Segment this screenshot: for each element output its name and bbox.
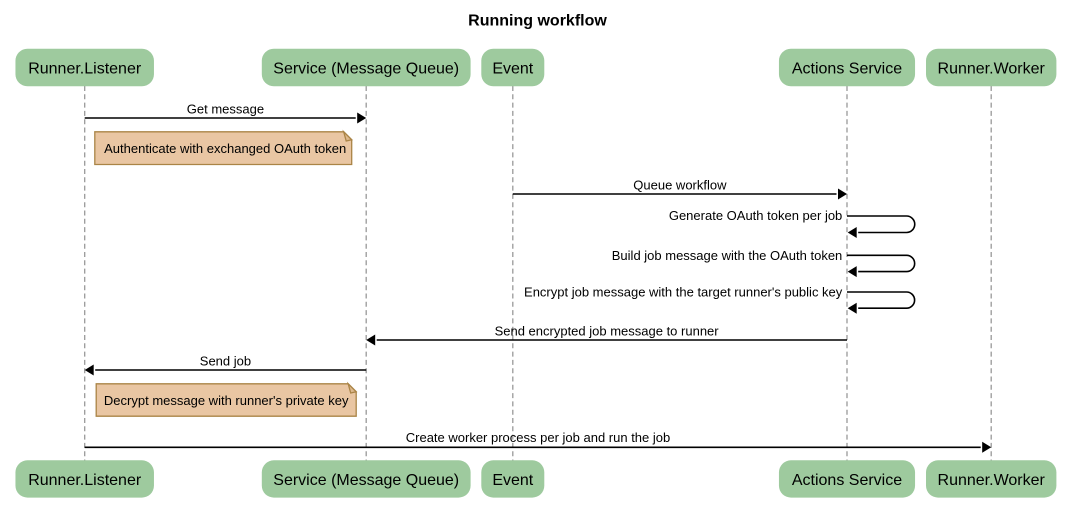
svg-text:Decrypt message with runner's: Decrypt message with runner's private ke…	[104, 393, 349, 408]
svg-text:Actions Service: Actions Service	[792, 60, 902, 77]
svg-text:Actions Service: Actions Service	[792, 472, 902, 489]
svg-text:Send job: Send job	[200, 354, 251, 369]
svg-text:Runner.Listener: Runner.Listener	[28, 472, 142, 489]
svg-text:Authenticate with exchanged OA: Authenticate with exchanged OAuth token	[104, 141, 346, 156]
svg-text:Running workflow: Running workflow	[468, 13, 607, 30]
svg-text:Generate OAuth token per job: Generate OAuth token per job	[669, 208, 842, 223]
svg-text:Build job message with the OAu: Build job message with the OAuth token	[612, 248, 843, 263]
svg-text:Event: Event	[492, 60, 533, 77]
svg-text:Send encrypted job message to: Send encrypted job message to runner	[495, 324, 720, 339]
svg-text:Encrypt job message with the t: Encrypt job message with the target runn…	[524, 285, 843, 300]
svg-text:Service (Message Queue): Service (Message Queue)	[273, 472, 459, 489]
svg-text:Service (Message Queue): Service (Message Queue)	[273, 60, 459, 77]
svg-text:Event: Event	[492, 472, 533, 489]
svg-text:Queue workflow: Queue workflow	[633, 177, 727, 192]
svg-text:Create worker process per job: Create worker process per job and run th…	[406, 430, 670, 445]
svg-text:Runner.Worker: Runner.Worker	[938, 60, 1046, 77]
svg-text:Runner.Listener: Runner.Listener	[28, 60, 142, 77]
svg-text:Runner.Worker: Runner.Worker	[938, 472, 1046, 489]
svg-text:Get message: Get message	[187, 102, 264, 117]
